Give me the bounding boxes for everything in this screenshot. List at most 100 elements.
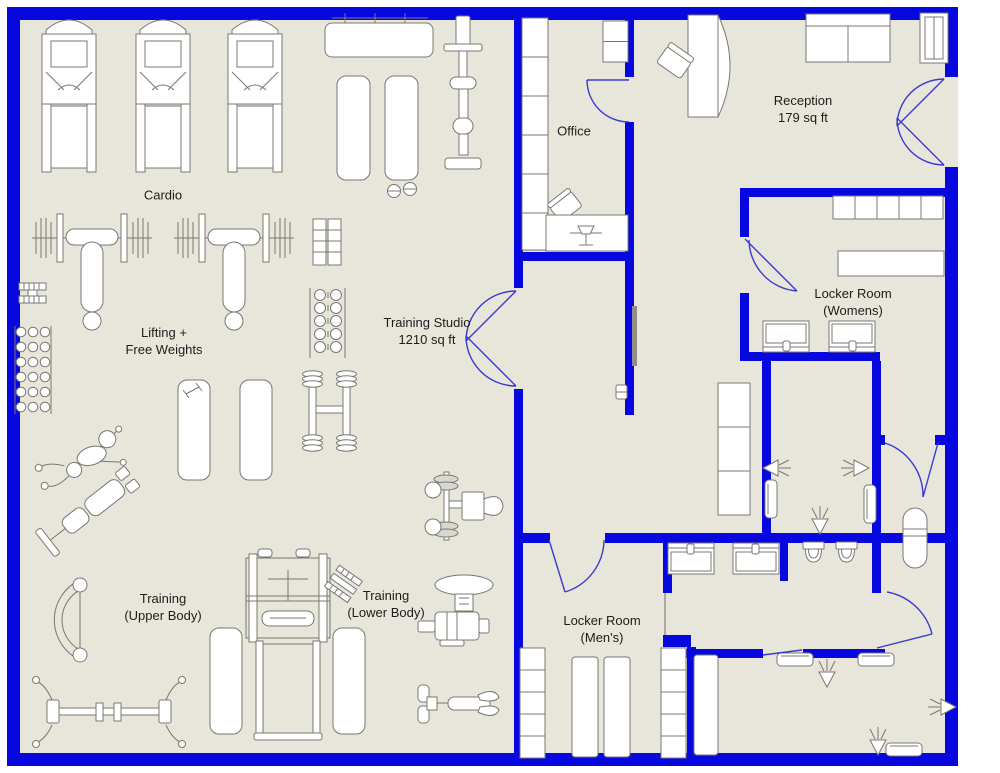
wall-sink-toilet-stub (780, 543, 788, 581)
treadmill (135, 19, 191, 173)
shower-head (762, 459, 792, 477)
lockers-column (519, 647, 546, 759)
wall-south-main (605, 533, 945, 543)
locker-bench (603, 656, 631, 758)
bench-press-station (31, 213, 153, 331)
wall-mens-corner (663, 635, 691, 647)
toilet (802, 541, 825, 563)
office-desk (545, 214, 629, 252)
shower-head (811, 505, 829, 535)
wall-outer-top (7, 7, 958, 20)
treadmill (41, 19, 97, 173)
office-chair (547, 188, 582, 222)
locker-bench (837, 250, 945, 277)
shower-head (869, 726, 887, 756)
side-table (919, 12, 949, 64)
dumbbell-rack (309, 288, 346, 358)
incline-bench (35, 466, 141, 557)
locker-bench (571, 656, 599, 758)
sink (732, 542, 780, 575)
drinking-fountain (615, 384, 628, 400)
exercise-mat (332, 627, 366, 735)
wall-mens-shower-north-b (803, 649, 885, 658)
wall-shower-west (762, 352, 771, 542)
door-mens-shower-inner (762, 649, 803, 656)
shower-bench (764, 479, 778, 519)
leg-extension-machine (417, 574, 494, 647)
wall-hall-stub-left (872, 435, 885, 445)
sink (762, 320, 810, 353)
wall-outer-right-lower (945, 167, 958, 766)
reception-desk (687, 14, 731, 118)
leg-press-bar (32, 676, 186, 748)
wall-outer-left (7, 7, 20, 766)
wall-womens-south (740, 352, 880, 361)
lifting-platform (253, 640, 323, 741)
treadmill (227, 19, 283, 173)
curved-ab-bar (53, 577, 88, 663)
corridor-cabinet (717, 382, 751, 516)
wall-womens-west-upper (740, 188, 749, 237)
divider-line (664, 593, 666, 635)
bench-with-hooks (324, 13, 434, 58)
wall-west-lower (514, 389, 523, 753)
wall-board (632, 306, 637, 366)
plate-holder (323, 564, 364, 604)
paired-dumbbells (302, 370, 357, 452)
toilet (835, 541, 858, 563)
reception-chair (657, 42, 695, 79)
office-shelving (521, 17, 549, 251)
room-label-training-studio: Training Studio 1210 sq ft (383, 315, 471, 347)
locker-bench (693, 654, 719, 756)
wall-plate-rack (18, 282, 47, 304)
chaise (902, 507, 928, 569)
office-cabinet (602, 20, 629, 63)
room-label-locker-mens: Locker Room (Men's) (563, 613, 641, 645)
door-training-studio-double (465, 290, 517, 387)
zone-label-lifting: Lifting + Free Weights (125, 325, 203, 357)
sink (667, 542, 715, 575)
room-label-office: Office (557, 123, 591, 139)
bench-press-station (173, 213, 295, 331)
exercise-mat (239, 379, 273, 481)
sink (828, 320, 876, 353)
stretching-person (34, 425, 127, 490)
zone-label-cardio: Cardio (143, 187, 183, 203)
shower-head (840, 459, 870, 477)
door-womens-locker (744, 238, 798, 292)
lockers-row (832, 195, 944, 220)
wall-outer-bottom (7, 753, 958, 766)
wall-office-east-upper (625, 20, 634, 77)
wall-corridor-south-stub (514, 533, 550, 543)
smith-machine (245, 548, 331, 643)
wall-shower-east-upper (872, 361, 881, 435)
wall-hall-stub-right (935, 435, 945, 445)
shower-bench (776, 652, 814, 667)
door-mens-shower-hall (876, 591, 933, 649)
exercise-mat (177, 379, 211, 481)
rowing-machine (417, 684, 500, 724)
wall-mens-shower-north-a (663, 649, 763, 658)
small-dumbbell (182, 382, 203, 399)
wall-mens-divider-lower (687, 647, 696, 753)
sofa (805, 13, 891, 63)
exercise-mat (209, 627, 243, 735)
exercise-mat (384, 75, 419, 181)
wall-office-south (514, 252, 634, 261)
zone-label-training-lower: Training (Lower Body) (347, 588, 425, 620)
cable-machine (443, 15, 483, 170)
door-reception-entrance-double (896, 78, 945, 166)
door-womens-shower-hall (884, 442, 939, 498)
wall-shower-east-lower (872, 445, 881, 543)
wall-womens-west-lower (740, 293, 749, 355)
shower-bench (857, 652, 895, 667)
shower-bench (885, 742, 923, 757)
room-label-reception: Reception 179 sq ft (773, 93, 833, 125)
door-mens-locker (548, 539, 605, 593)
wall-office-west (514, 20, 523, 288)
zone-label-training-upper: Training (Upper Body) (124, 591, 202, 623)
exercise-mat (336, 75, 371, 181)
room-label-locker-womens: Locker Room (Womens) (814, 286, 892, 318)
